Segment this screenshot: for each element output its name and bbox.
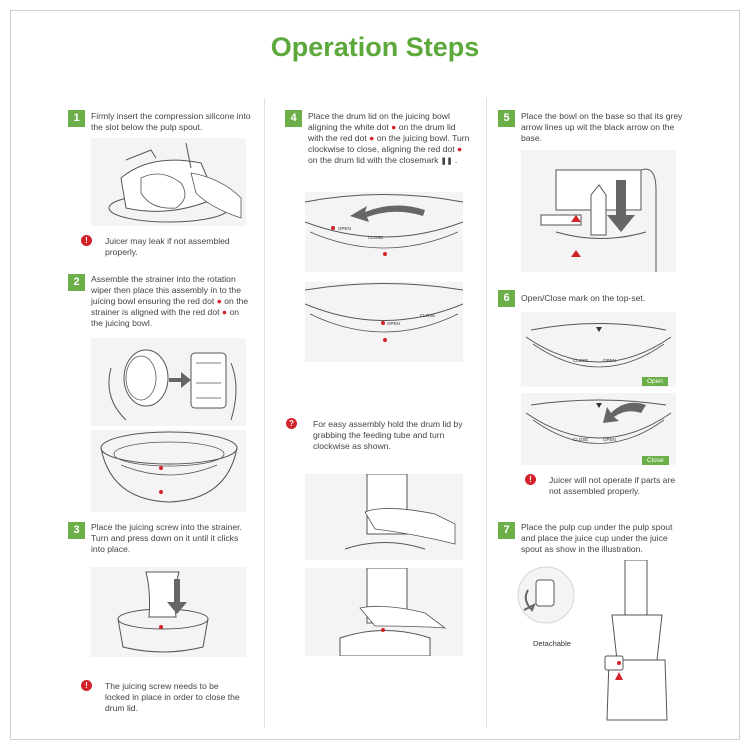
step-text: Place the drum lid on the juicing bowl a… <box>308 111 470 165</box>
close-label: CLOSE <box>420 313 435 318</box>
red-dot-icon: ● <box>221 307 228 317</box>
step-number: 7 <box>498 522 515 539</box>
illustration-juicing-bowl <box>91 430 246 512</box>
step-text: Firmly insert the compression silicone i… <box>91 111 251 132</box>
illustration-lid-open: OPEN CLOSE <box>305 192 463 272</box>
illustration-lid-closed: OPEN CLOSE <box>305 282 463 362</box>
step-text: Place the juicing screw into the straine… <box>91 522 242 554</box>
column-divider <box>486 98 487 728</box>
step-number: 5 <box>498 110 515 127</box>
illustration-topset-open: CLOSE OPEN <box>521 312 676 387</box>
step-number: 2 <box>68 274 85 291</box>
warning-icon: ! <box>81 680 92 691</box>
red-dot-icon: ● <box>391 122 397 132</box>
red-dot-icon: ● <box>369 133 375 143</box>
illustration-topset-close: CLOSE OPEN <box>521 393 676 465</box>
illustration-hold-lid <box>305 474 463 560</box>
red-dot-icon: ● <box>216 296 222 306</box>
warning-text: The juicing screw needs to be locked in … <box>105 681 240 713</box>
open-label: OPEN <box>603 358 616 363</box>
step-text: Assemble the strainer into the rotation … <box>91 274 249 328</box>
warning-text: Juicer may leak if not assembled properl… <box>105 236 230 257</box>
close-label: CLOSE <box>573 437 588 442</box>
tip-icon: ? <box>286 418 297 429</box>
step-text: Open/Close mark on the top-set. <box>521 293 646 303</box>
step-number: 1 <box>68 110 85 127</box>
step-number: 6 <box>498 290 515 307</box>
column-divider <box>264 98 265 728</box>
step-number: 4 <box>285 110 302 127</box>
red-dot-icon: ● <box>457 144 463 154</box>
step-text: Place the pulp cup under the pulp spout … <box>521 522 673 554</box>
illustration-bowl-base <box>521 150 676 272</box>
open-label: OPEN <box>338 226 351 231</box>
illustration-silicone <box>91 138 246 226</box>
illustration-strainer <box>91 338 246 426</box>
step-text: Place the bowl on the base so that its g… <box>521 111 683 143</box>
step-number: 3 <box>68 522 85 539</box>
close-label: CLOSE <box>573 358 588 363</box>
close-label: CLOSE <box>368 235 383 240</box>
detachable-caption: Detachable <box>533 639 571 648</box>
open-label: OPEN <box>603 437 616 442</box>
page-frame <box>10 10 740 740</box>
page-title: Operation Steps <box>270 32 480 62</box>
illustration-juicer-cups <box>597 560 677 725</box>
closemark-icon: ❚❚ <box>440 158 453 165</box>
warning-icon: ! <box>81 235 92 246</box>
illustration-turn-lid <box>305 568 463 656</box>
tip-text: For easy assembly hold the drum lid by g… <box>313 419 463 451</box>
close-tag: Close <box>642 456 669 465</box>
warning-icon: ! <box>525 474 536 485</box>
illustration-detachable <box>516 560 591 630</box>
open-tag: Open <box>642 377 668 386</box>
illustration-juicing-screw <box>91 567 246 657</box>
warning-text: Juicer will not operate if parts are not… <box>549 475 676 496</box>
open-label: OPEN <box>387 321 400 326</box>
